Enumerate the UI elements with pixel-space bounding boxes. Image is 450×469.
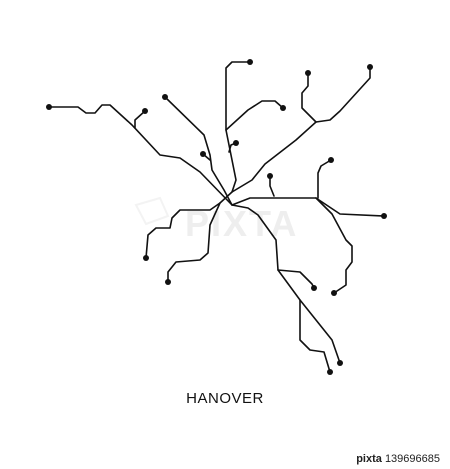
terminal-stations [46,59,387,375]
metro-lines [48,61,385,373]
line-west-stub [134,110,146,129]
station-dot [143,255,149,261]
line-north [225,61,251,193]
station-dot [328,157,334,163]
station-dot [381,213,387,219]
line-nw-se [48,104,341,364]
map-title: HANOVER [186,390,264,407]
line-north-2 [225,100,284,131]
station-dot [200,151,206,157]
station-dot [267,173,273,179]
line-south-lower [299,299,331,373]
station-dot [331,290,337,296]
line-southwest [167,202,221,283]
station-dot [367,64,373,70]
station-dot [162,94,168,100]
line-east-3 [269,175,275,197]
line-northwest [164,96,233,206]
station-dot [165,279,171,285]
watermark-id: pixta 139696685 [356,453,440,465]
line-east-2 [317,159,332,199]
watermark-overlay-text: PIXTA [185,203,298,244]
station-dot [46,104,52,110]
watermark-image-number: 139696685 [384,453,440,465]
watermark-overlay [134,196,170,226]
line-southeast [315,197,353,294]
watermark-logo-icon [134,196,170,226]
station-dot [327,369,333,375]
station-dot [337,360,343,366]
station-dot [142,108,148,114]
watermark-brand: pixta [356,453,382,465]
station-dot [311,285,317,291]
station-dot [233,140,239,146]
line-south [277,269,315,289]
line-northeast [301,72,317,123]
station-dot [280,105,286,111]
station-dot [247,59,253,65]
station-dot [305,70,311,76]
